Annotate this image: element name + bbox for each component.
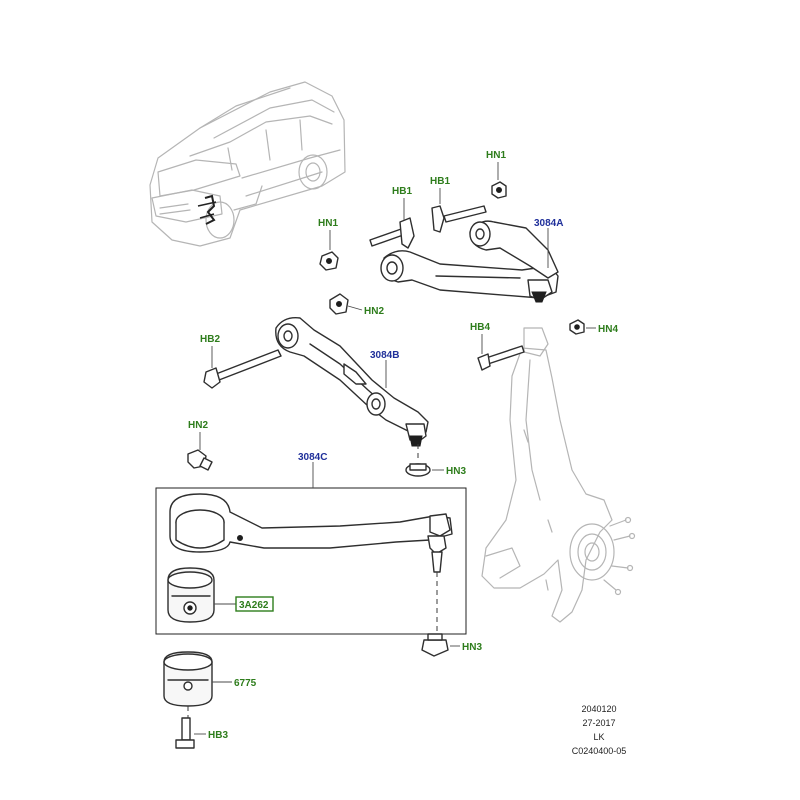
nut-hn4 [569,319,585,335]
label-hb3: HB3 [208,730,228,741]
bolt-hb1-left [369,217,415,249]
lower-front-control-arm-3084c [155,462,467,636]
bolt-hb4 [477,345,525,371]
bolt-hb3 [175,717,195,749]
label-3a262: 3A262 [239,600,269,611]
label-hn1-left: HN1 [318,218,338,229]
label-hb1-right: HB1 [430,176,450,187]
label-hn1-right: HN1 [486,150,506,161]
callout-labels: HN1 HB1 HB1 HN1 3084A HN2 HB2 3084B HB4 … [188,150,618,741]
label-3084c: 3084C [298,452,327,463]
bolt-hb1-right [431,205,487,233]
drawing-info-block: 2040120 27-2017 LK C0240400-05 [572,704,627,756]
label-3084b: 3084B [370,350,399,361]
nut-hn2-upper [329,293,349,315]
info-line-3: LK [593,732,604,742]
lower-rear-control-arm [275,317,429,447]
label-6775: 6775 [234,678,257,689]
vehicle-illustration [149,81,346,247]
bracket-6775 [163,651,213,718]
steering-knuckle [481,327,636,623]
bolt-hb2 [203,349,282,389]
bushing-3a262 [167,567,215,623]
nut-hn1-left [319,251,339,271]
nut-hn3-lower [421,633,449,657]
highlight-box-3a262 [235,596,274,612]
label-hn3-upper: HN3 [446,466,466,477]
assembly-frame [155,487,467,635]
upper-control-arm [380,220,559,303]
leader-lines [194,162,596,735]
info-line-4: C0240400-05 [572,746,627,756]
label-hn3-lower: HN3 [462,642,482,653]
label-hn2-lower: HN2 [188,420,208,431]
label-hn4: HN4 [598,324,618,335]
nut-hn3-upper [405,444,431,477]
nut-hn2-lower [187,449,213,471]
label-hb4: HB4 [470,322,490,333]
info-line-2: 27-2017 [582,718,615,728]
label-hb2: HB2 [200,334,220,345]
label-hn2-upper: HN2 [364,306,384,317]
info-line-1: 2040120 [581,704,616,714]
label-hb1-left: HB1 [392,186,412,197]
label-3084a: 3084A [534,218,563,229]
nut-hn1-right [491,181,507,199]
